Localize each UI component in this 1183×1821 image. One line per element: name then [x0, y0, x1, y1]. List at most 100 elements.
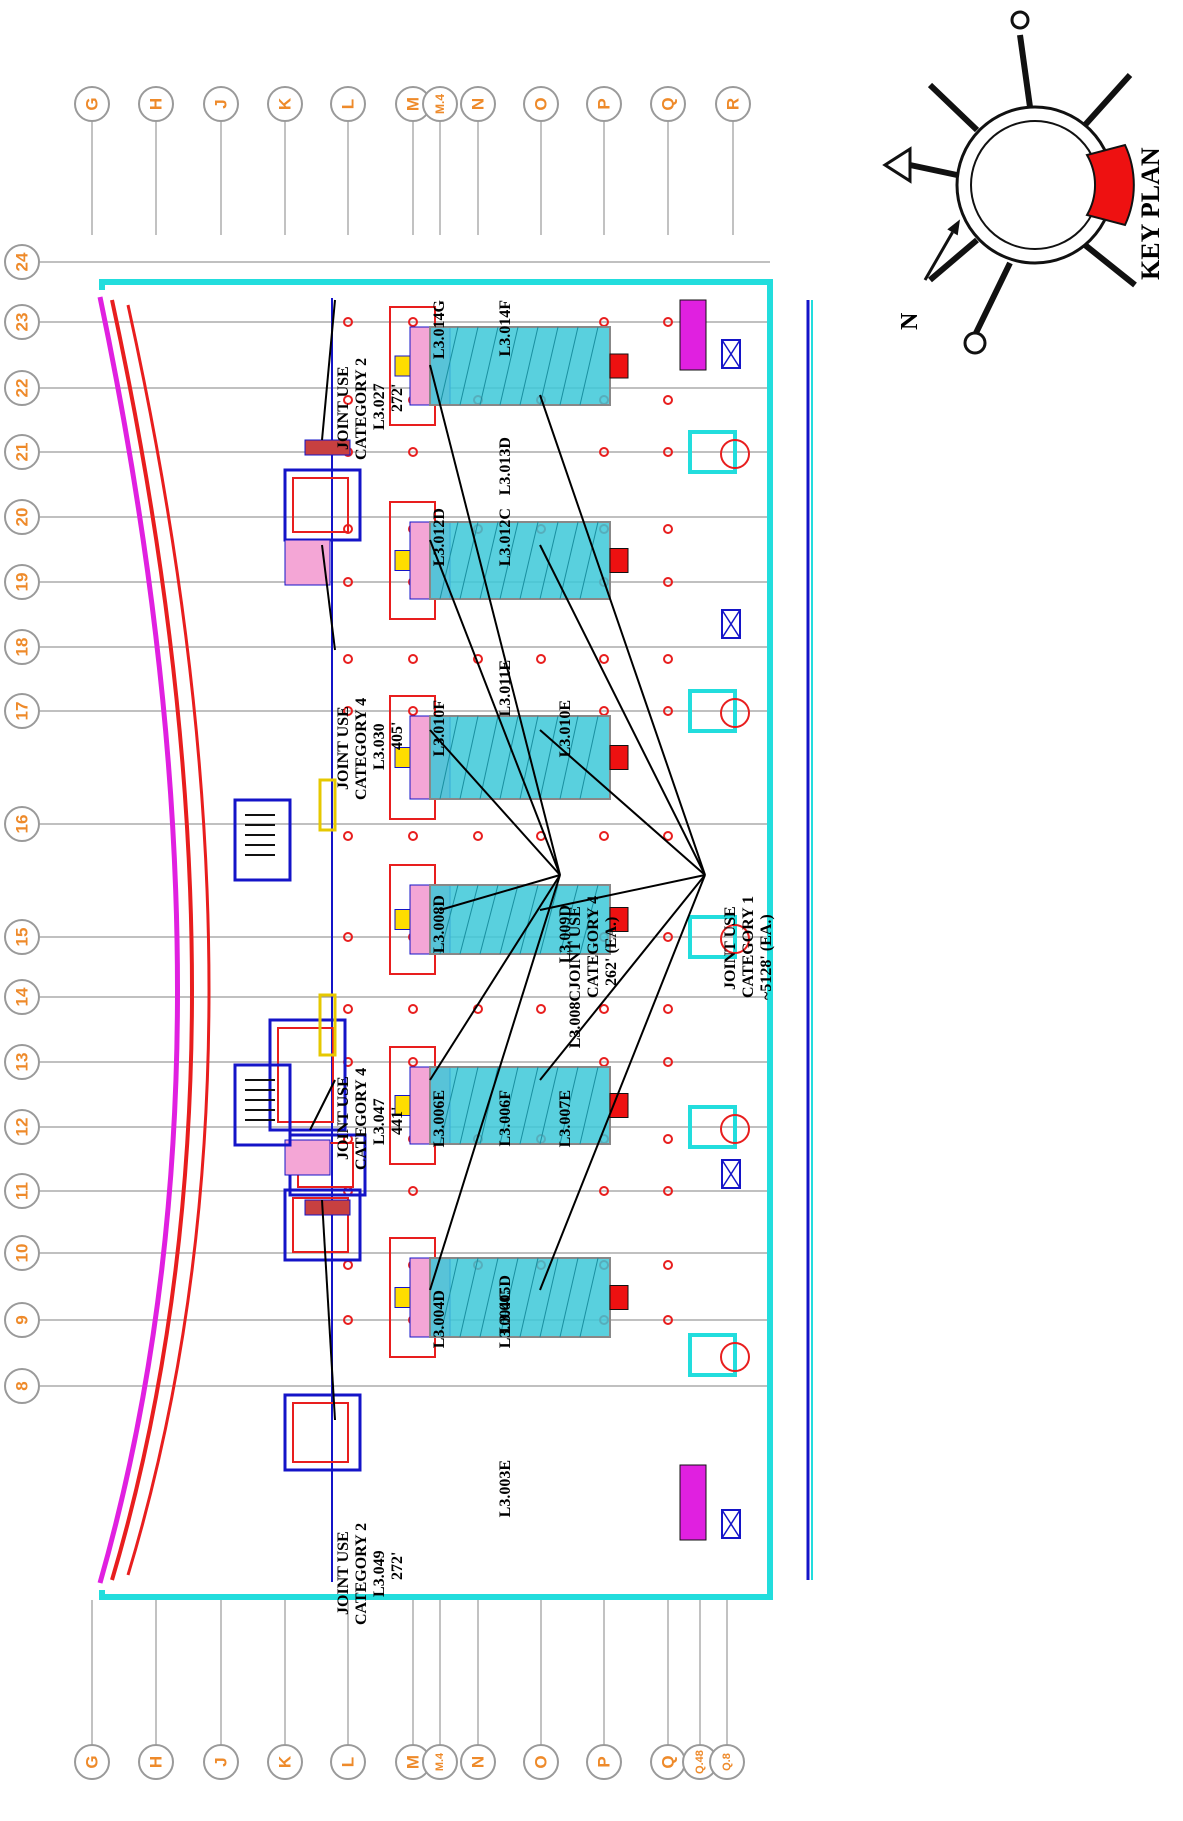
label-cat4-center-3: 262' (EA.): [603, 917, 620, 986]
holdroom-block-1: [679, 299, 707, 371]
column-bubble-16: 16: [4, 806, 40, 842]
row-bubble-bottom-K: K: [267, 1744, 303, 1780]
label-cat1-center-2: CATEGORY 1: [740, 896, 757, 998]
column-bubble-14: 14: [4, 979, 40, 1015]
svg-text:M: M: [404, 97, 423, 111]
room-label-L3.010E: L3.010E: [557, 700, 574, 757]
svg-text:11: 11: [13, 1182, 32, 1200]
key-plan-rotunda: [955, 105, 1115, 265]
row-bubble-top-M: M: [395, 86, 431, 122]
row-bubble-top-R: R: [715, 86, 751, 122]
svg-text:15: 15: [13, 928, 32, 947]
row-bubble-bottom-J: J: [203, 1744, 239, 1780]
landside-block-5: [283, 1188, 362, 1262]
leader-line-11: [539, 874, 706, 1081]
svg-text:K: K: [276, 1755, 295, 1768]
svg-text:13: 13: [13, 1053, 32, 1072]
svg-text:N: N: [469, 98, 488, 110]
column-bubble-18: 18: [4, 629, 40, 665]
row-bubble-bottom-O: O: [523, 1744, 559, 1780]
row-bubble-bottom-H: H: [138, 1744, 174, 1780]
row-bubble-bottom-L: L: [330, 1744, 366, 1780]
leader-line-10: [539, 874, 706, 911]
kiosk-2: [318, 993, 337, 1057]
service-core-3: [389, 695, 629, 820]
leader-line-9: [539, 729, 706, 876]
svg-text:H: H: [147, 1756, 166, 1768]
svg-text:M.4: M.4: [433, 94, 447, 114]
gate-bridges: [679, 299, 750, 1541]
gate-1: [688, 430, 750, 474]
svg-text:10: 10: [13, 1244, 32, 1263]
svg-text:12: 12: [13, 1118, 32, 1137]
label-cat4-south-2: CATEGORY 4: [353, 1068, 370, 1170]
svg-text:16: 16: [13, 815, 32, 834]
svg-text:H: H: [147, 98, 166, 110]
room-label-L3.010F: L3.010F: [431, 700, 448, 757]
key-plan: N KEY PLAN: [882, 10, 1165, 355]
gate-3: [688, 915, 750, 959]
leader-line-13: [321, 299, 336, 441]
leader-line-14: [321, 544, 336, 651]
label-cat2-south-3: L3.049: [371, 1550, 388, 1597]
room-label-L3.008C: L3.008C: [567, 990, 584, 1048]
svg-text:23: 23: [13, 313, 32, 332]
label-cat4-south-1: JOINT USE: [335, 1076, 352, 1160]
label-cat2-north-3: L3.027: [371, 383, 388, 430]
label-cat4-south-3: L3.047: [371, 1098, 388, 1145]
svg-text:G: G: [83, 97, 102, 110]
column-bubble-10: 10: [4, 1235, 40, 1271]
svg-text:K: K: [276, 97, 295, 110]
kiosk-1: [318, 778, 337, 832]
svg-text:G: G: [83, 1755, 102, 1768]
row-bubble-bottom-N: N: [460, 1744, 496, 1780]
svg-text:J: J: [212, 99, 231, 108]
room-label-L3.014F: L3.014F: [497, 300, 514, 357]
svg-text:17: 17: [13, 702, 32, 721]
svg-text:Q.8: Q.8: [721, 1753, 733, 1771]
label-cat2-south-4: 272': [389, 1552, 406, 1580]
row-bubble-top-H: H: [138, 86, 174, 122]
svg-text:Q: Q: [659, 97, 678, 110]
room-label-L3.008D: L3.008D: [431, 895, 448, 953]
row-bubble-top-K: K: [267, 86, 303, 122]
room-label-L3.005D: L3.005D: [497, 1275, 514, 1333]
equipment-box-4: [721, 1509, 741, 1539]
room-label-L3.014G: L3.014G: [431, 299, 448, 359]
svg-text:19: 19: [13, 573, 32, 592]
svg-text:L: L: [339, 1757, 358, 1767]
room-label-L3.009D: L3.009D: [557, 905, 574, 963]
leader-line-16: [321, 1199, 336, 1421]
key-plan-title: KEY PLAN: [1136, 147, 1165, 280]
row-bubble-top-G: G: [74, 86, 110, 122]
leader-line-8: [539, 544, 706, 876]
leader-line-1: [429, 364, 561, 876]
landside-block-6: [283, 468, 362, 542]
column-bubble-11: 11: [4, 1173, 40, 1209]
leader-lines: [309, 299, 706, 1421]
row-bubble-bottom-M.4: M.4: [422, 1744, 458, 1780]
equipment-box-1: [721, 339, 741, 369]
svg-text:N: N: [469, 1756, 488, 1768]
column-bubble-9: 9: [4, 1302, 40, 1338]
room-label-L3.006E: L3.006E: [431, 1090, 448, 1147]
curtain-wall-outer: [110, 299, 194, 1581]
room-label-L3.004C: L3.004C: [497, 1290, 514, 1348]
leader-line-2: [429, 539, 561, 876]
north-label: N: [897, 312, 923, 330]
room-label-L3.004D: L3.004D: [431, 1290, 448, 1348]
room-label-L3.012C: L3.012C: [497, 508, 514, 566]
service-core-6: [389, 1237, 629, 1358]
label-cat2-north-4: 272': [389, 384, 406, 412]
svg-text:8: 8: [13, 1381, 32, 1390]
zone-fill-2: [304, 1199, 351, 1216]
column-bubble-20: 20: [4, 499, 40, 535]
gate-2: [688, 689, 750, 733]
row-bubble-bottom-P: P: [586, 1744, 622, 1780]
column-bubble-21: 21: [4, 434, 40, 470]
slab-edge: [99, 279, 773, 1600]
row-bubble-bottom-G: G: [74, 1744, 110, 1780]
